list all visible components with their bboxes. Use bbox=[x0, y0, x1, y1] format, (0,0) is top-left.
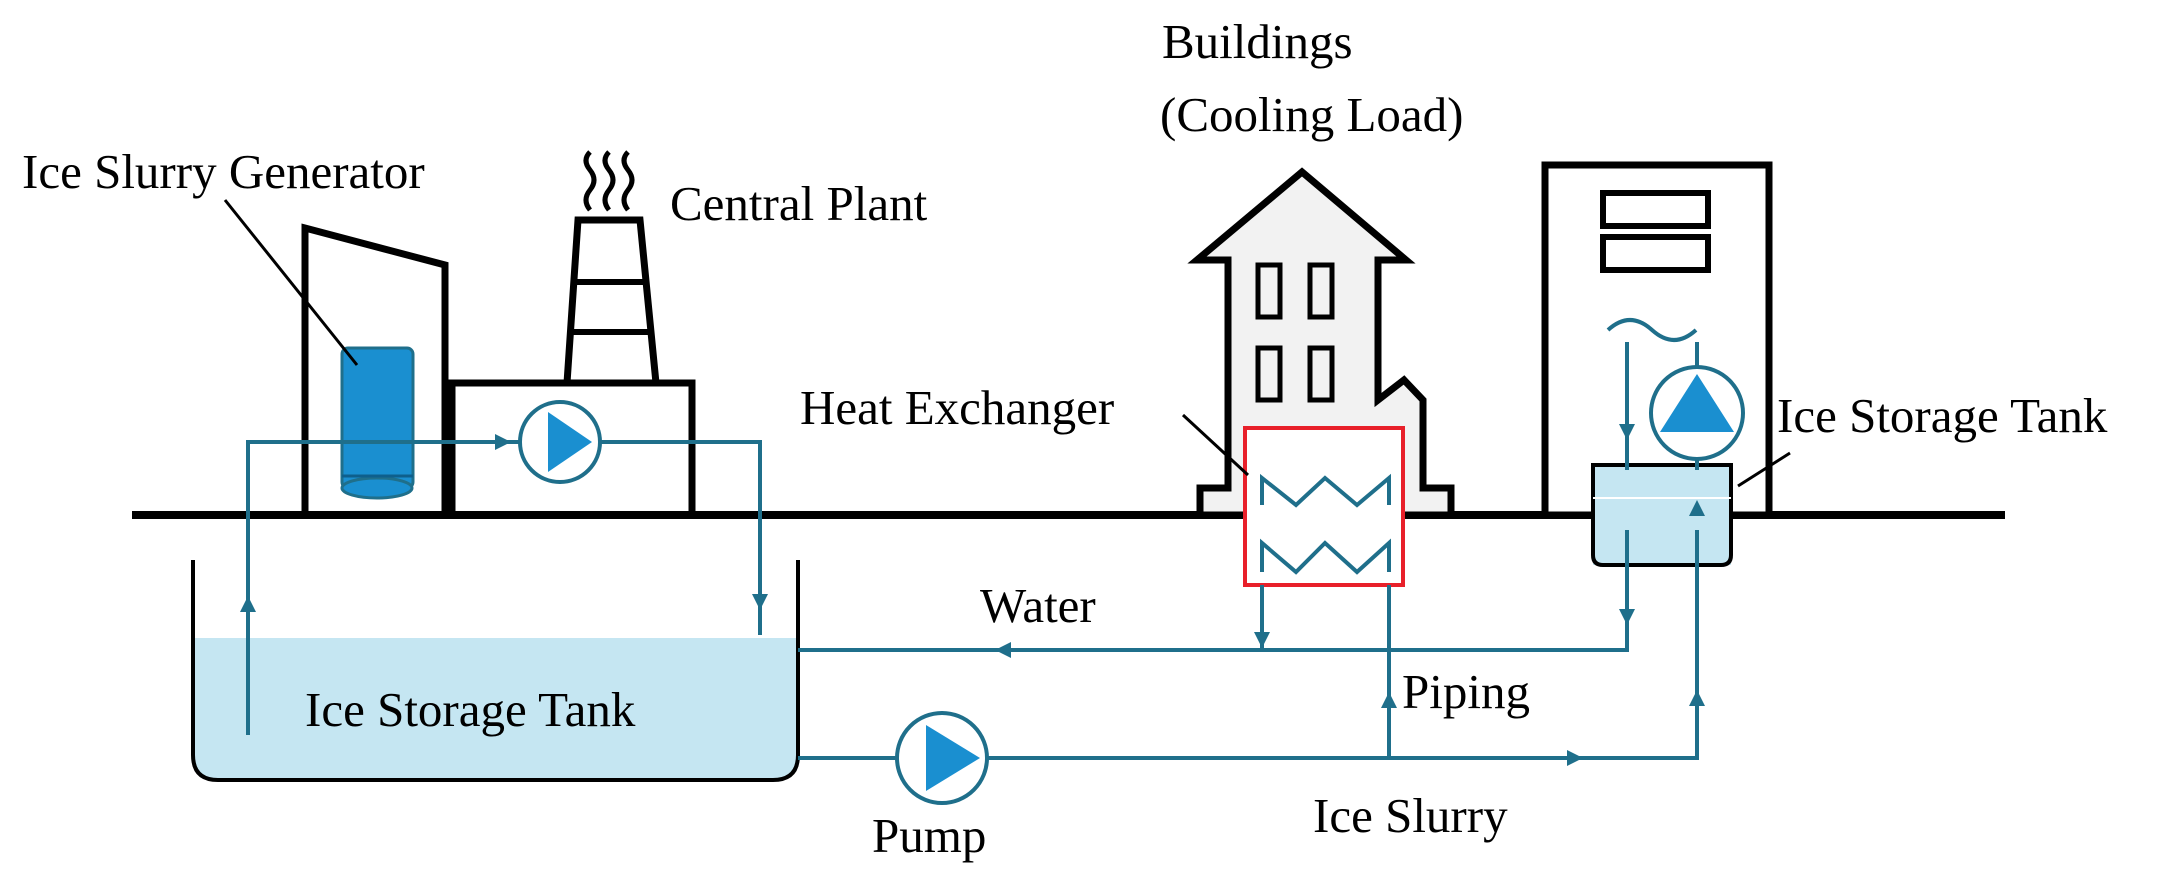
ice-storage-building bbox=[1541, 161, 1773, 567]
flow-arrows bbox=[240, 424, 1705, 766]
window bbox=[1307, 345, 1335, 403]
label-ice-slurry: Ice Slurry bbox=[1313, 788, 1508, 843]
pump-icon bbox=[895, 711, 989, 805]
leader-line bbox=[223, 199, 359, 366]
arrow-up-icon bbox=[240, 596, 256, 612]
arrow-left-icon bbox=[995, 642, 1011, 658]
label-central-plant: Central Plant bbox=[670, 176, 928, 231]
label-buildings: Buildings bbox=[1162, 14, 1353, 69]
arrow-up-icon bbox=[1689, 690, 1705, 706]
label-ice-storage-tank-main: Ice Storage Tank bbox=[305, 682, 636, 737]
smoke-icon bbox=[583, 150, 635, 212]
label-ice-slurry-generator: Ice Slurry Generator bbox=[22, 144, 425, 199]
heat-exchanger bbox=[1243, 426, 1405, 587]
label-ice-storage-tank-right: Ice Storage Tank bbox=[1777, 388, 2108, 443]
pump-icon bbox=[1649, 365, 1745, 461]
arrow-down-icon bbox=[1619, 609, 1635, 625]
label-cooling-load: (Cooling Load) bbox=[1160, 87, 1463, 142]
arrow-right-icon bbox=[495, 434, 511, 450]
label-water: Water bbox=[980, 578, 1096, 633]
arrow-down-icon bbox=[752, 594, 768, 610]
arrow-right-icon bbox=[1567, 750, 1583, 766]
window bbox=[1255, 262, 1283, 320]
central-plant bbox=[301, 150, 696, 519]
label-pump: Pump bbox=[872, 808, 986, 863]
label-piping: Piping bbox=[1402, 664, 1530, 719]
pump-icon bbox=[518, 400, 602, 484]
main-ice-storage-tank bbox=[191, 560, 800, 782]
arrow-up-icon bbox=[1381, 692, 1397, 708]
window bbox=[1255, 345, 1283, 403]
arrow-down-icon bbox=[1254, 632, 1270, 648]
leader-line bbox=[1737, 451, 1791, 488]
window bbox=[1307, 262, 1335, 320]
leader-line bbox=[1181, 413, 1250, 477]
arrow-down-icon bbox=[1619, 424, 1635, 440]
label-heat-exchanger: Heat Exchanger bbox=[800, 380, 1114, 435]
chimney bbox=[563, 216, 660, 387]
arrow-up-icon bbox=[1689, 500, 1705, 516]
ice-slurry-generator bbox=[340, 346, 415, 500]
